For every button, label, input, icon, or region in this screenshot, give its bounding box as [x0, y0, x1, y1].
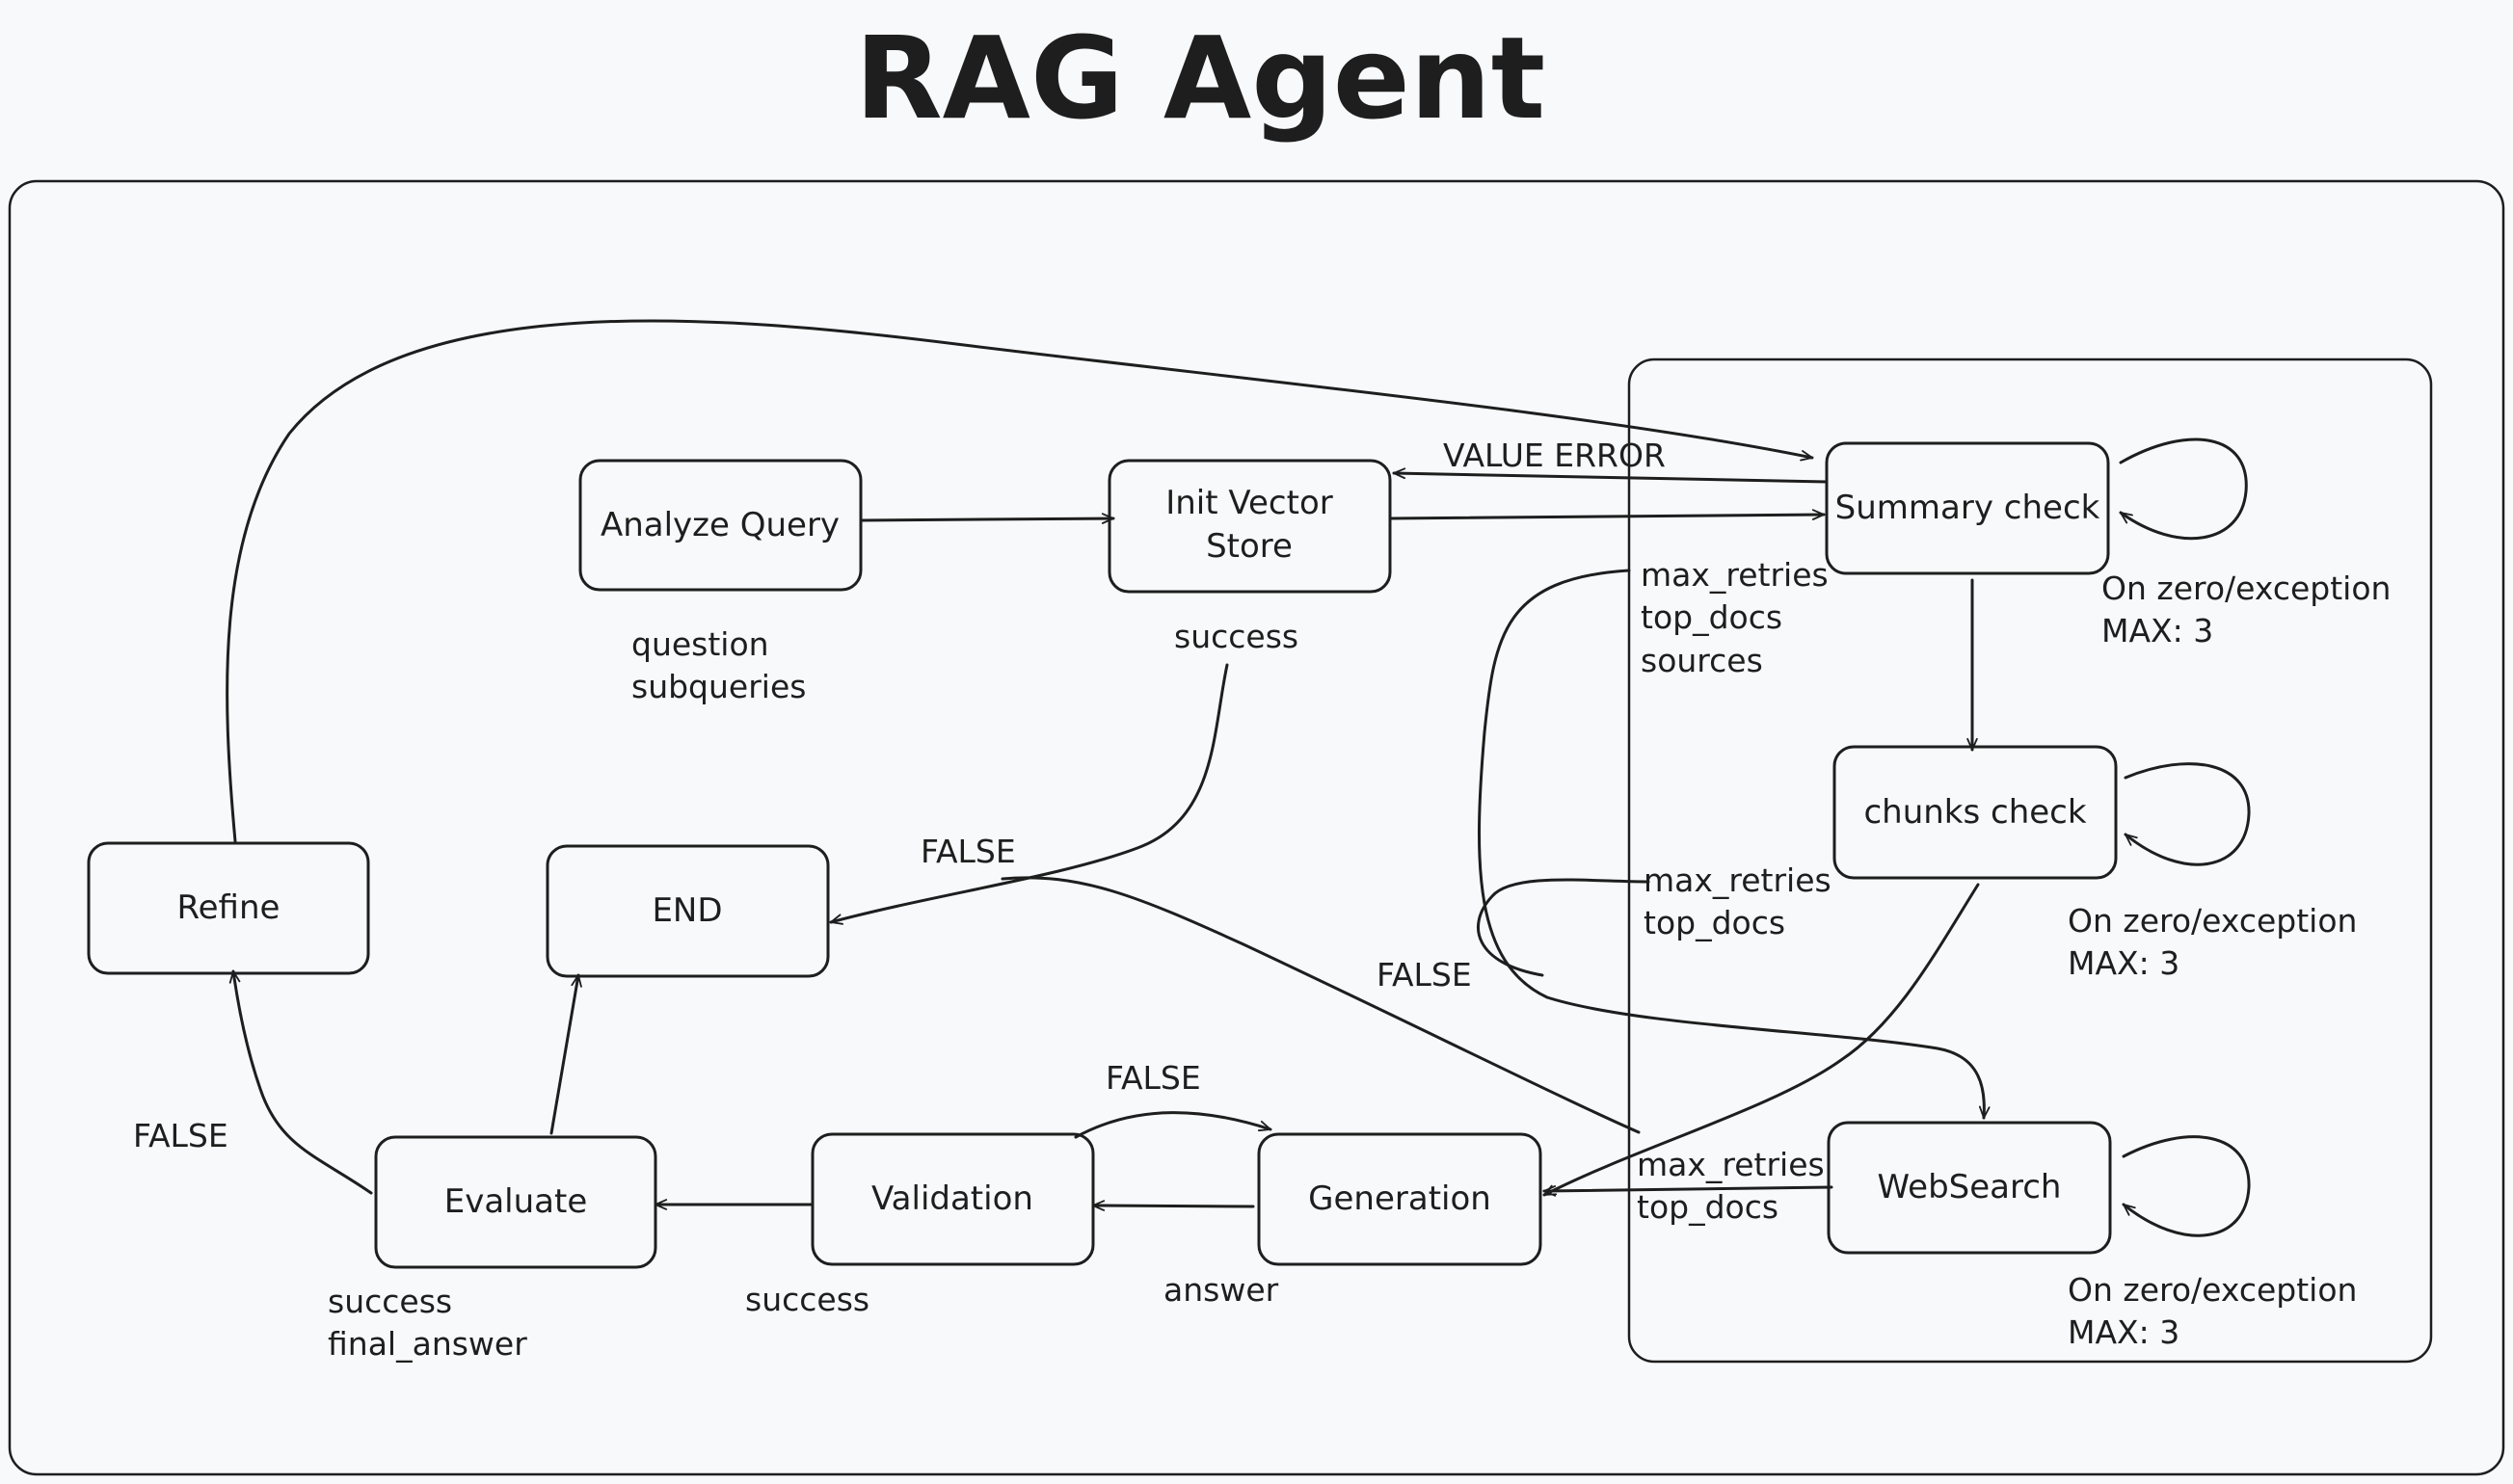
node-summary-check[interactable]: Summary check	[1825, 441, 2110, 575]
summary-retry-max: MAX: 3	[2101, 612, 2213, 649]
node-analyze-query-label: Analyze Query	[601, 506, 840, 544]
node-validation-label: Validation	[871, 1179, 1033, 1218]
validation-output-success: success	[745, 1281, 869, 1318]
websearch-output-max-retries: max_retries	[1637, 1146, 1825, 1183]
websearch-self-loop	[2122, 1135, 2251, 1237]
chunks-self-loop	[2124, 762, 2251, 866]
node-generation-label: Generation	[1308, 1179, 1491, 1218]
edge-summary-to-init-value-error	[1392, 467, 1829, 484]
node-init-vector-store-label-line1: Init Vector	[1165, 484, 1333, 522]
node-init-vector-store-label-line2: Store	[1206, 527, 1293, 566]
node-refine-label: Refine	[177, 888, 281, 927]
websearch-retry-max: MAX: 3	[2068, 1313, 2179, 1351]
summary-output-top-docs: top_docs	[1641, 598, 1782, 636]
edge-validation-to-generation	[1074, 1111, 1272, 1139]
false-label-websearch: FALSE	[1377, 956, 1472, 994]
analyze-output-question: question	[631, 625, 769, 663]
node-end[interactable]: END	[546, 844, 830, 978]
node-analyze-query[interactable]: Analyze Query	[578, 459, 863, 592]
node-chunks-check-label: chunks check	[1863, 793, 2086, 832]
node-validation[interactable]: Validation	[811, 1132, 1095, 1266]
false-label-end: FALSE	[921, 833, 1016, 870]
node-end-label: END	[652, 891, 722, 930]
node-websearch[interactable]: WebSearch	[1827, 1121, 2112, 1255]
edge-evaluate-to-end	[549, 973, 582, 1135]
edge-evaluate-to-refine	[228, 969, 373, 1195]
chunks-retry-condition: On zero/exception	[2068, 902, 2357, 940]
edge-refine-to-summary	[226, 319, 1814, 843]
edge-false-to-websearch	[1001, 876, 1641, 1134]
edge-summary-to-websearch	[1478, 569, 1991, 1120]
edge-chunks-to-websearch	[1477, 878, 1650, 977]
websearch-retry-condition: On zero/exception	[2068, 1271, 2357, 1309]
chunks-output-top-docs: top_docs	[1644, 904, 1785, 941]
init-output-success: success	[1174, 618, 1298, 655]
node-evaluate[interactable]: Evaluate	[374, 1135, 657, 1269]
edge-init-to-summary	[1388, 509, 1826, 520]
edge-websearch-to-generation	[1542, 1185, 1833, 1197]
node-generation[interactable]: Generation	[1257, 1132, 1542, 1266]
websearch-output-top-docs: top_docs	[1637, 1188, 1778, 1226]
node-init-vector-store[interactable]: Init Vector Store	[1108, 459, 1392, 594]
false-label-validation: FALSE	[1106, 1059, 1201, 1097]
node-summary-check-label: Summary check	[1835, 489, 2100, 527]
analyze-output-subqueries: subqueries	[631, 668, 806, 705]
summary-retry-condition: On zero/exception	[2101, 570, 2391, 607]
node-evaluate-label: Evaluate	[444, 1182, 588, 1221]
diagram-title: RAG Agent	[855, 12, 1545, 145]
value-error-label: VALUE ERROR	[1443, 437, 1666, 474]
node-refine[interactable]: Refine	[87, 841, 370, 975]
evaluate-output-success: success	[328, 1283, 452, 1320]
chunks-output-max-retries: max_retries	[1644, 861, 1831, 899]
node-chunks-check[interactable]: chunks check	[1832, 745, 2118, 880]
edge-init-to-end	[829, 663, 1229, 925]
edge-analyze-to-init	[859, 513, 1115, 524]
edge-chunks-to-generation	[1542, 883, 1980, 1197]
node-websearch-label: WebSearch	[1878, 1168, 2062, 1206]
summary-output-sources: sources	[1641, 642, 1763, 679]
summary-output-max-retries: max_retries	[1641, 556, 1829, 594]
evaluate-output-final-answer: final_answer	[328, 1325, 527, 1363]
chunks-retry-max: MAX: 3	[2068, 944, 2179, 982]
false-label-refine: FALSE	[133, 1117, 228, 1154]
retrieval-group-frame	[1627, 358, 2433, 1364]
outer-frame	[8, 179, 2505, 1476]
summary-self-loop	[2119, 437, 2248, 541]
generation-output-answer: answer	[1163, 1271, 1279, 1309]
